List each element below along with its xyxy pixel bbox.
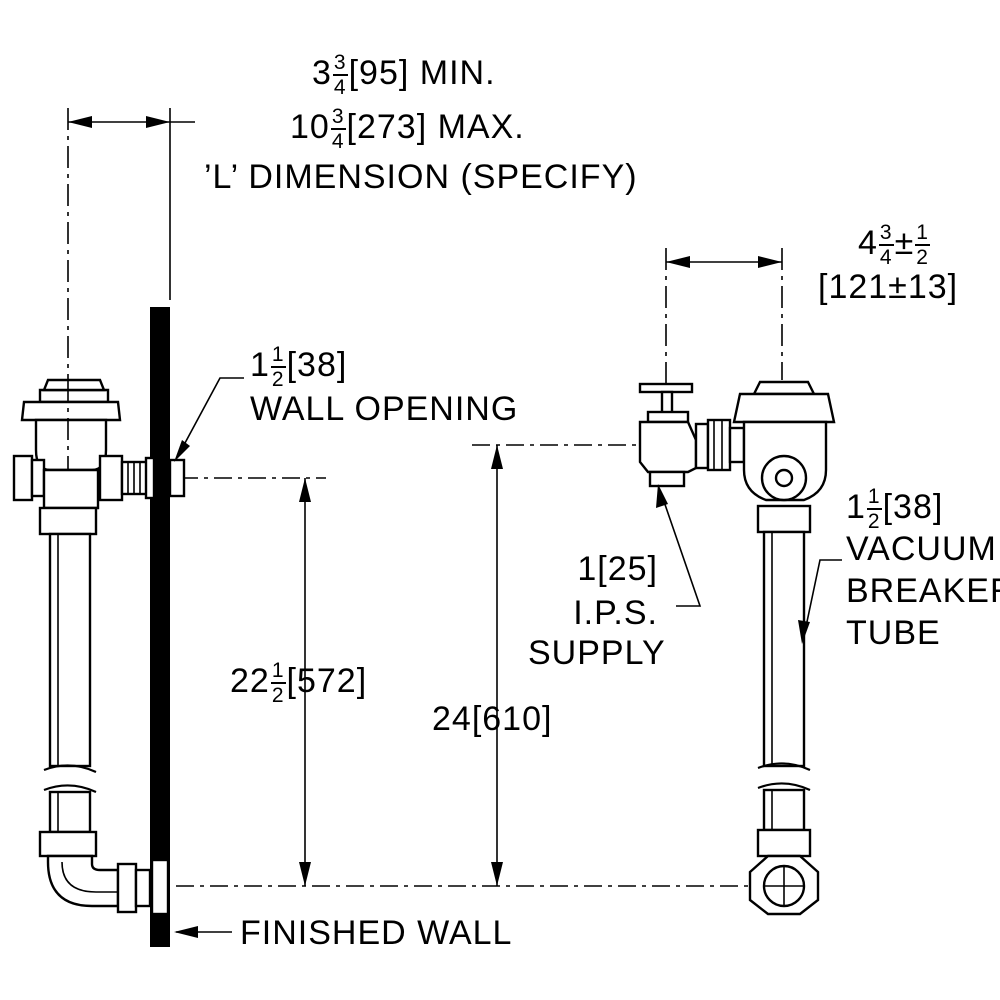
height-right-label: 24[610] (432, 700, 553, 738)
l-dimension-specify: ’L’ DIMENSION (SPECIFY) (204, 158, 638, 196)
supply-ips: I.P.S. (573, 594, 658, 632)
height-dimension-left (299, 478, 311, 886)
height-dimension-right (491, 445, 503, 886)
offset-dimension (665, 248, 783, 390)
vacuum-breaker-line1: VACUUM (846, 530, 997, 568)
finished-wall-label: FINISHED WALL (240, 914, 513, 952)
wall-opening-leader (174, 377, 244, 462)
right-flushometer (638, 380, 836, 916)
vacuum-breaker-line2: BREAKER (846, 572, 1000, 610)
supply-leader (656, 484, 702, 607)
l-dimension (67, 108, 195, 398)
supply-word: SUPPLY (528, 634, 666, 672)
offset-dimension-metric: [121±13] (818, 268, 959, 306)
supply-size: 1[25] (577, 550, 658, 588)
left-flushometer (12, 378, 186, 916)
vacuum-breaker-leader (798, 559, 842, 644)
wall-opening-text: WALL OPENING (250, 390, 519, 428)
finished-wall-leader (174, 926, 232, 938)
vacuum-breaker-line3: TUBE (846, 614, 941, 652)
finished-wall (150, 307, 170, 947)
